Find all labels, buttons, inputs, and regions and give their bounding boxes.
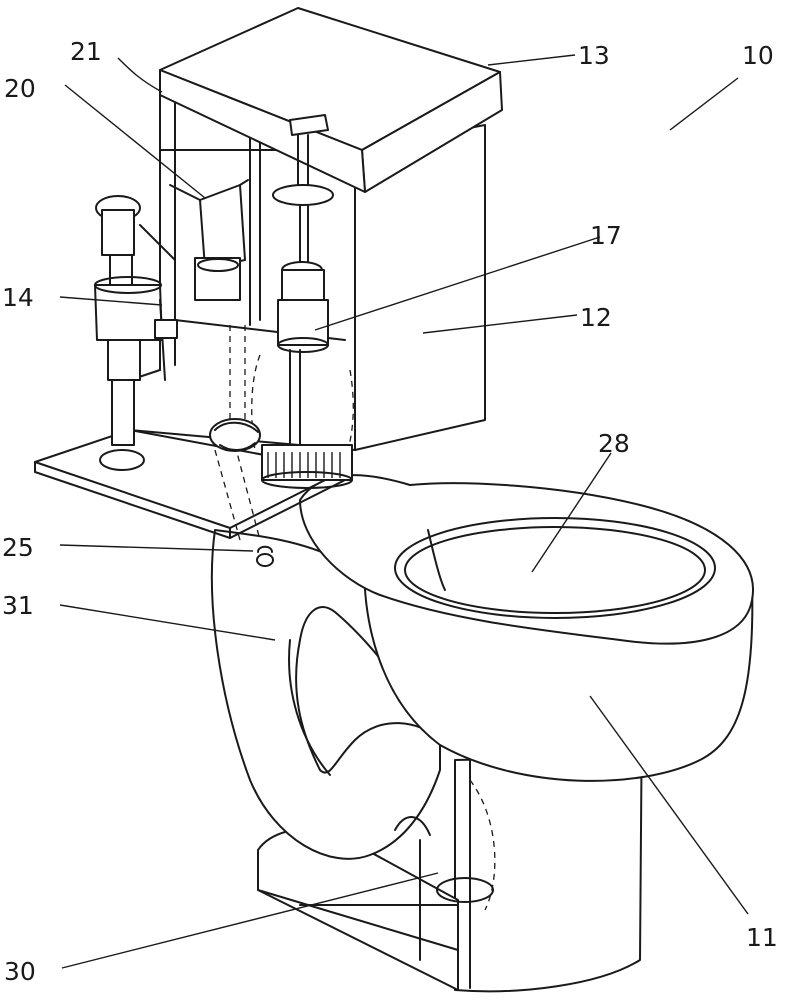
fill-valve [94, 195, 178, 471]
flush-valve [272, 114, 334, 353]
leader-lines [59, 54, 749, 969]
label-10: 10 [742, 41, 774, 70]
label-12: 12 [580, 303, 612, 332]
bowl [299, 474, 754, 782]
tank-body [129, 79, 486, 461]
nozzle [256, 545, 274, 567]
outlet-base [257, 779, 496, 991]
label-14: 14 [2, 283, 34, 312]
label-13: 13 [578, 41, 610, 70]
bracket-assembly [169, 179, 249, 301]
label-31: 31 [2, 591, 34, 620]
label-28: 28 [598, 429, 630, 458]
label-17: 17 [590, 221, 622, 250]
label-30: 30 [4, 957, 36, 986]
label-21: 21 [70, 37, 102, 66]
label-20: 20 [4, 74, 36, 103]
jet-unit [209, 418, 353, 489]
label-25: 25 [2, 533, 34, 562]
reference-labels: 21 20 13 10 17 12 14 25 31 28 11 30 [2, 37, 778, 986]
label-11: 11 [746, 923, 778, 952]
